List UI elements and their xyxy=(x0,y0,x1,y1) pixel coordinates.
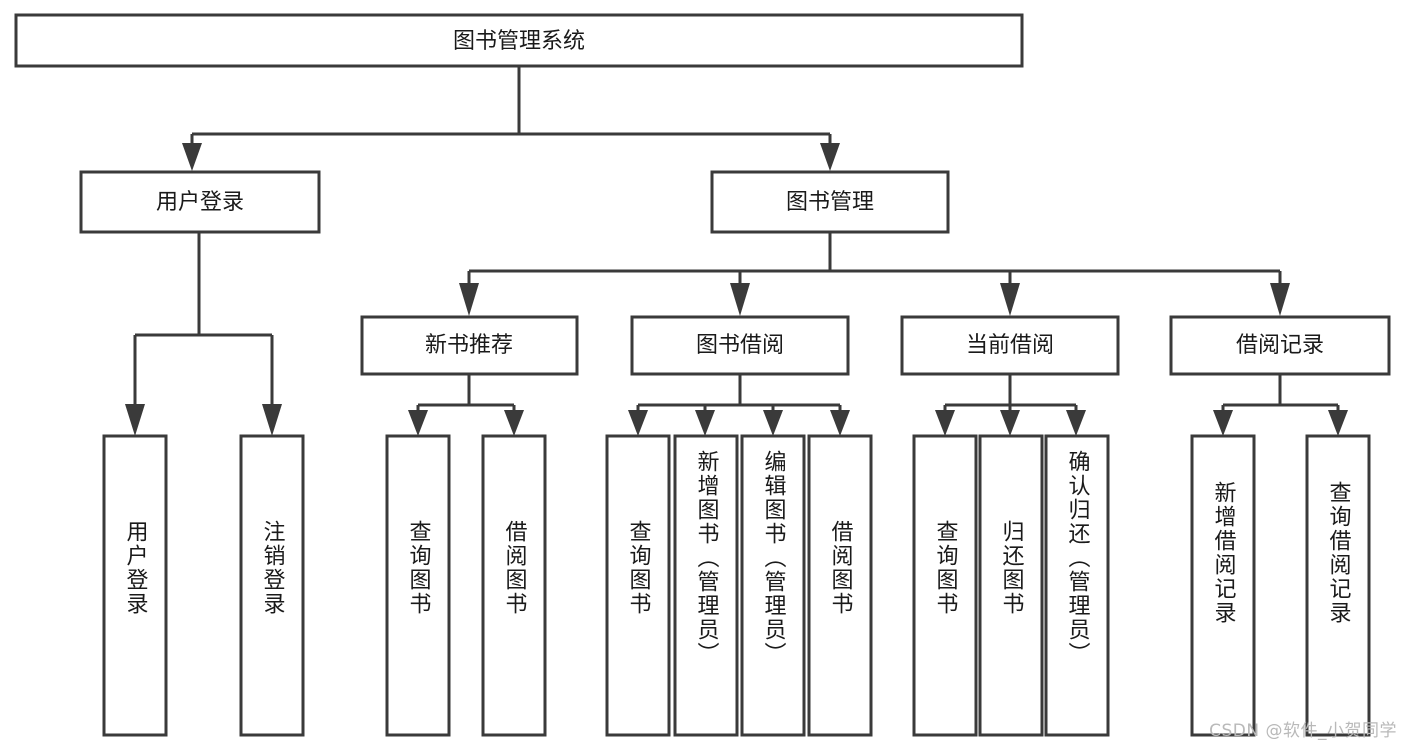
node-box xyxy=(481,434,547,737)
node-label: 图书管理 xyxy=(786,190,874,215)
node-box xyxy=(900,315,1120,376)
node-box xyxy=(1044,434,1110,737)
connector-userlogin-to-leaves xyxy=(125,232,282,436)
node-current-borrow[interactable]: 当前借阅 xyxy=(900,315,1120,376)
leaf-node-query-borrow-record[interactable] xyxy=(1305,434,1371,737)
connector-borrowrecord-to-leaves xyxy=(1213,374,1348,436)
node-box xyxy=(673,434,739,737)
arrow-head-icon xyxy=(1000,410,1020,436)
node-book-borrow[interactable]: 图书借阅 xyxy=(630,315,850,376)
node-user-login[interactable]: 用户登录 xyxy=(79,170,321,234)
leaf-node-add-book-admin[interactable] xyxy=(673,434,739,737)
arrow-head-icon xyxy=(125,404,145,436)
leaf-node-borrow-book-recommend[interactable] xyxy=(481,434,547,737)
node-box xyxy=(630,315,850,376)
connector-newbook-to-leaves xyxy=(408,374,524,436)
node-root-book-management-system[interactable]: 图书管理系统 xyxy=(14,13,1024,68)
connector-root-to-level2 xyxy=(182,66,840,171)
arrow-head-icon xyxy=(459,283,479,316)
node-box xyxy=(239,434,305,737)
leaf-node-query-book-recommend[interactable] xyxy=(385,434,451,737)
connector-bookmgmt-to-level3 xyxy=(459,232,1290,316)
leaf-node-logout[interactable] xyxy=(239,434,305,737)
arrow-head-icon xyxy=(408,410,428,436)
node-box xyxy=(807,434,873,737)
node-label: 借阅记录 xyxy=(1236,333,1324,358)
node-box xyxy=(79,170,321,234)
node-borrow-record[interactable]: 借阅记录 xyxy=(1169,315,1391,376)
node-box xyxy=(14,13,1024,68)
node-box xyxy=(385,434,451,737)
node-box xyxy=(1169,315,1391,376)
node-box xyxy=(740,434,806,737)
arrow-head-icon xyxy=(935,410,955,436)
arrow-head-icon xyxy=(830,410,850,436)
node-box xyxy=(1190,434,1256,737)
arrow-head-icon xyxy=(628,410,648,436)
arrow-head-icon xyxy=(820,143,840,171)
connector-currentborrow-to-leaves xyxy=(935,374,1086,436)
arrow-head-icon xyxy=(182,143,202,171)
arrow-head-icon xyxy=(730,283,750,316)
leaf-node-query-book-borrow[interactable] xyxy=(605,434,671,737)
leaf-node-add-borrow-record[interactable] xyxy=(1190,434,1256,737)
arrow-head-icon xyxy=(262,404,282,436)
arrow-head-icon xyxy=(1066,410,1086,436)
arrow-head-icon xyxy=(1270,283,1290,316)
watermark-text: CSDN @软件_小贺同学 xyxy=(1209,721,1397,741)
node-label: 图书借阅 xyxy=(696,333,784,358)
node-box xyxy=(102,434,168,737)
arrow-head-icon xyxy=(1328,410,1348,436)
arrow-head-icon xyxy=(1000,283,1020,316)
leaf-node-user-login[interactable] xyxy=(102,434,168,737)
node-box xyxy=(912,434,978,737)
leaf-node-edit-book-admin[interactable] xyxy=(740,434,806,737)
connector-bookborrow-to-leaves xyxy=(628,374,850,436)
leaf-node-borrow-book[interactable] xyxy=(807,434,873,737)
node-box xyxy=(1305,434,1371,737)
leaf-node-confirm-return-admin[interactable] xyxy=(1044,434,1110,737)
node-box xyxy=(978,434,1044,737)
arrow-head-icon xyxy=(695,410,715,436)
node-box xyxy=(360,315,579,376)
node-label: 用户登录 xyxy=(156,190,244,215)
arrow-head-icon xyxy=(504,410,524,436)
node-label: 图书管理系统 xyxy=(453,29,585,54)
node-label: 当前借阅 xyxy=(966,333,1054,358)
arrow-head-icon xyxy=(763,410,783,436)
node-box xyxy=(710,170,950,234)
node-new-book-recommend[interactable]: 新书推荐 xyxy=(360,315,579,376)
node-book-management[interactable]: 图书管理 xyxy=(710,170,950,234)
node-box xyxy=(605,434,671,737)
node-label: 新书推荐 xyxy=(425,333,513,358)
arrow-head-icon xyxy=(1213,410,1233,436)
leaf-node-query-book-current[interactable] xyxy=(912,434,978,737)
leaf-node-return-book[interactable] xyxy=(978,434,1044,737)
